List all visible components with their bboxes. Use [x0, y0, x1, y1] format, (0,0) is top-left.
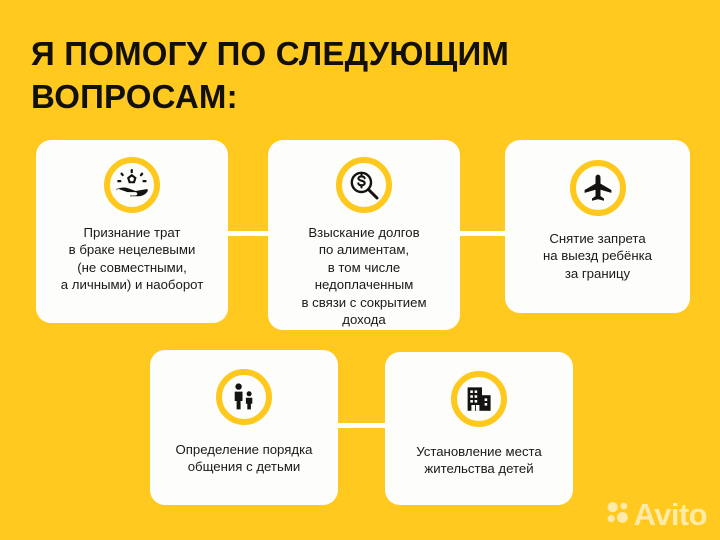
- service-card-expense-recognition[interactable]: Признание трат в браке нецелевыми (не со…: [36, 140, 228, 323]
- card-label: Признание трат в браке нецелевыми (не со…: [60, 225, 204, 293]
- card-label: Снятие запрета на выезд ребёнка за грани…: [542, 231, 652, 281]
- hand-holding-gem-icon: [104, 157, 160, 213]
- service-card-child-residence[interactable]: Установление места жительства детей: [385, 352, 573, 505]
- service-card-alimony-debt[interactable]: Взыскание долгов по алиментам, в том чис…: [268, 140, 460, 330]
- connector-card1-card2: [222, 231, 274, 236]
- service-card-child-contact-order[interactable]: Определение порядка общения с детьми: [150, 350, 338, 505]
- building-icon: [451, 371, 507, 427]
- avito-dots-icon: [606, 500, 631, 530]
- dollar-magnifier-icon: [336, 157, 392, 213]
- card-label: Установление места жительства детей: [416, 444, 542, 477]
- avito-watermark: Avito: [606, 497, 708, 532]
- connector-card2-card3: [455, 231, 508, 236]
- parent-child-icon: [216, 369, 272, 425]
- avito-wordmark: Avito: [633, 497, 708, 532]
- service-card-travel-ban-removal[interactable]: Снятие запрета на выезд ребёнка за грани…: [505, 140, 690, 313]
- page-title: Я помогу по следующим вопросам:: [31, 35, 510, 115]
- airplane-icon: [569, 160, 626, 216]
- card-label: Взыскание долгов по алиментам, в том чис…: [301, 225, 427, 328]
- card-label: Определение порядка общения с детьми: [175, 442, 313, 475]
- connector-card4-card5: [332, 423, 389, 428]
